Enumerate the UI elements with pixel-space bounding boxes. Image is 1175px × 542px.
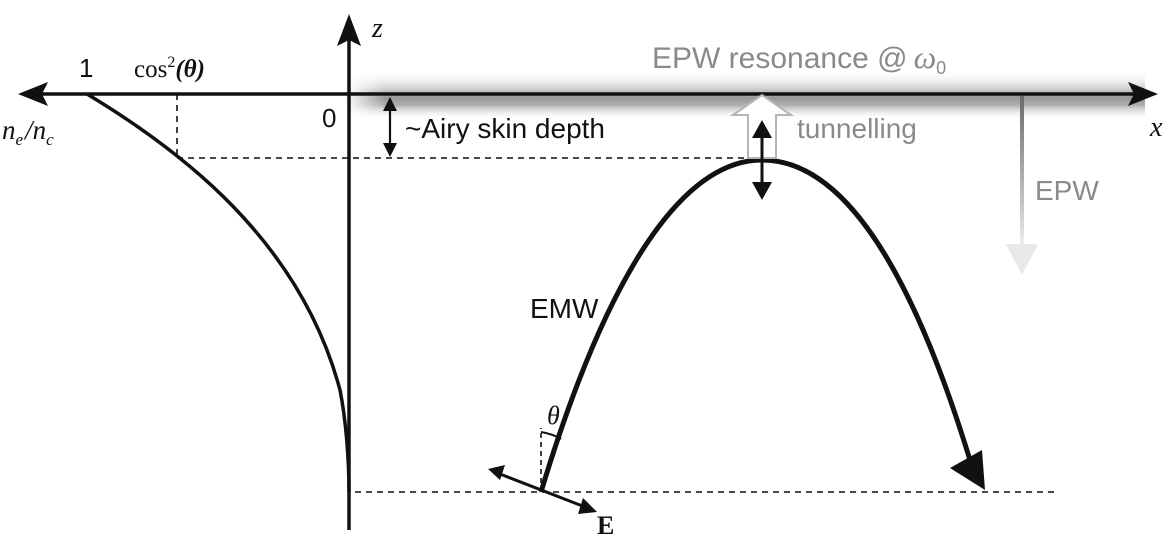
density-slash: / xyxy=(23,115,35,145)
z-axis-label: z xyxy=(371,13,383,44)
epw-label: EPW xyxy=(1035,175,1099,206)
tunnelling-double-arrow-bottom xyxy=(752,182,772,200)
skin-depth-arrow-bottom xyxy=(383,143,397,157)
skin-depth-arrow-top xyxy=(383,97,397,111)
emw-arrowhead xyxy=(950,450,985,490)
density-axis-label: ne/nc xyxy=(2,115,54,149)
density-e-sub: e xyxy=(16,130,24,149)
efield-arrow-shaft xyxy=(499,472,586,509)
epw-arrow-head xyxy=(1006,244,1038,275)
efield-arrow-head-right xyxy=(578,498,597,514)
z-axis-arrowhead xyxy=(337,14,361,46)
density-c-sub: c xyxy=(46,130,54,149)
cos-text: cos xyxy=(134,56,167,83)
efield-arrow-head-left xyxy=(488,465,505,480)
theta-arc xyxy=(540,431,562,440)
x-axis-arrowhead xyxy=(1128,82,1158,106)
skin-depth-label: ~Airy skin depth xyxy=(405,113,605,144)
resonance-text: EPW resonance @ xyxy=(652,42,908,75)
density-n: n xyxy=(2,115,16,145)
tick-label-one: 1 xyxy=(79,53,93,83)
efield-label: E xyxy=(597,511,614,540)
tunnelling-label: tunnelling xyxy=(797,113,917,144)
tick-label-cos2theta: cos2(θ) xyxy=(134,54,205,83)
x-axis-label: x xyxy=(1149,112,1163,143)
origin-label: 0 xyxy=(322,103,336,133)
resonance-omega: ω xyxy=(914,39,937,75)
emw-label: EMW xyxy=(530,293,599,324)
epw-resonance-label: EPW resonance @ω0 xyxy=(652,39,946,78)
density-nc: n xyxy=(33,115,47,145)
cos-theta: (θ) xyxy=(175,56,205,83)
emw-trajectory xyxy=(538,157,976,493)
density-profile-curve xyxy=(86,92,351,493)
tunnelling-double-arrow-top xyxy=(752,120,772,138)
cos-superscript: 2 xyxy=(167,54,175,71)
density-axis-arrowhead xyxy=(18,82,48,106)
resonance-subscript: 0 xyxy=(936,58,946,78)
theta-label: θ xyxy=(547,401,560,430)
epw-arrow-shaft xyxy=(1020,96,1024,244)
